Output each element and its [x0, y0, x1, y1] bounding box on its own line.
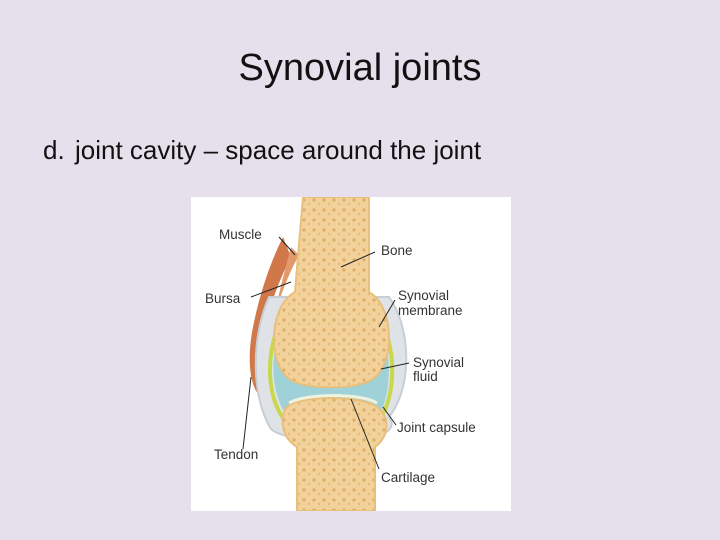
cartilage-shape	[288, 394, 378, 405]
bullet-marker: d.	[43, 135, 65, 165]
label-synovial-membrane-line1: Synovial	[398, 288, 449, 303]
label-synovial-fluid-line2: fluid	[413, 369, 438, 384]
leader-lines	[242, 236, 410, 470]
label-bursa: Bursa	[205, 291, 241, 306]
label-joint-capsule: Joint capsule	[397, 420, 476, 435]
synovial-joint-figure: Muscle Bone Bursa Synovial membrane Syno…	[191, 197, 511, 511]
bullet-text: joint cavity – space around the joint	[75, 135, 482, 165]
bullet-item: d. joint cavity – space around the joint	[43, 133, 481, 167]
lower-bone-shape	[281, 397, 388, 511]
label-tendon: Tendon	[214, 447, 258, 462]
upper-bone-shape	[273, 197, 390, 389]
synovial-joint-diagram: Muscle Bone Bursa Synovial membrane Syno…	[205, 197, 476, 511]
label-synovial-membrane-line2: membrane	[398, 303, 463, 318]
slide-title: Synovial joints	[238, 47, 482, 89]
label-bone: Bone	[381, 243, 413, 258]
muscle-shape-inner	[271, 247, 299, 337]
label-muscle: Muscle	[219, 227, 262, 242]
label-synovial-fluid-line1: Synovial	[413, 355, 464, 370]
label-cartilage: Cartilage	[381, 470, 435, 485]
